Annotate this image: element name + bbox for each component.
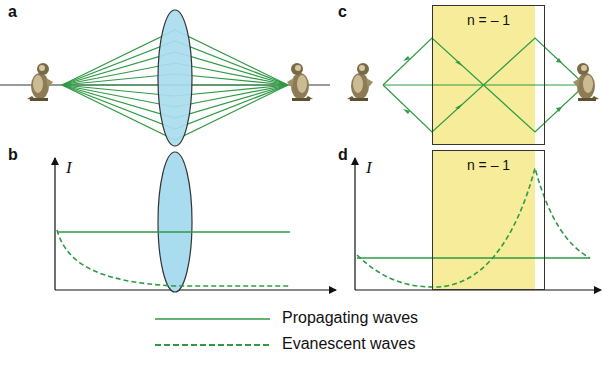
evanescent-intensity bbox=[357, 168, 590, 287]
legend-text: Propagating waves bbox=[282, 309, 418, 327]
refractive-index-label: n = – 1 bbox=[433, 157, 544, 173]
image-figure bbox=[287, 63, 313, 101]
panel-label: d bbox=[338, 146, 348, 164]
object-figure bbox=[27, 63, 53, 101]
intensity-axis bbox=[354, 158, 355, 290]
lens bbox=[158, 10, 192, 146]
propagating-ray bbox=[383, 38, 585, 132]
axis-label: I bbox=[66, 158, 72, 178]
panel-label: c bbox=[338, 3, 347, 21]
image-figure bbox=[573, 63, 599, 101]
legend-text: Evanescent waves bbox=[282, 335, 415, 353]
intensity-axis bbox=[54, 158, 55, 290]
position-axis bbox=[55, 289, 336, 290]
propagating-intensity bbox=[57, 231, 290, 232]
lens bbox=[158, 152, 192, 292]
axis-label: I bbox=[366, 158, 372, 178]
panel-label: b bbox=[8, 146, 18, 164]
negative-index-slab: n = – 1 bbox=[432, 150, 545, 290]
negative-index-slab: n = – 1 bbox=[432, 5, 545, 145]
propagating-ray bbox=[383, 38, 585, 132]
refractive-index-label: n = – 1 bbox=[433, 12, 544, 28]
evanescent-intensity bbox=[57, 230, 290, 286]
ray-arrowheads bbox=[403, 56, 562, 114]
legend-solid-sample bbox=[155, 318, 270, 319]
object-figure bbox=[347, 63, 373, 101]
propagating-intensity bbox=[357, 257, 590, 258]
panel-label: a bbox=[8, 3, 17, 21]
legend-dashed-sample bbox=[155, 344, 270, 346]
